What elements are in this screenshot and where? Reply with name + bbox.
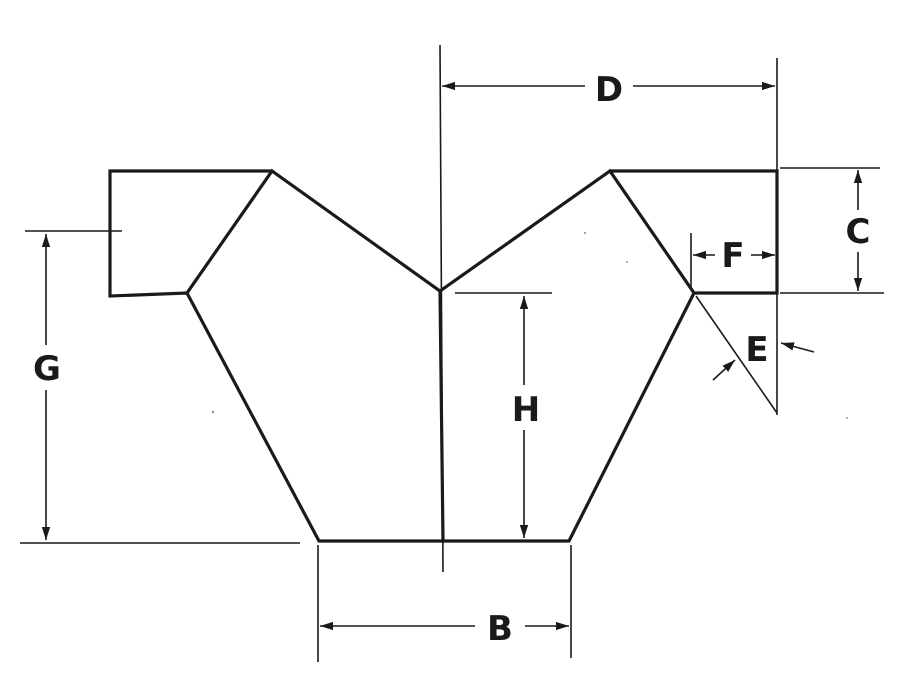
dimension-f: F <box>693 236 775 276</box>
label-b: B <box>487 609 513 649</box>
right-inner-edge <box>607 168 697 296</box>
label-f: F <box>721 236 744 276</box>
label-g: G <box>33 349 61 389</box>
label-e: E <box>745 330 768 370</box>
speck <box>846 417 848 419</box>
dimension-h: H <box>512 296 540 538</box>
dimension-e-left-arrow <box>712 359 736 381</box>
scan-specks <box>211 231 848 419</box>
dimension-e-right-arrow <box>780 342 815 353</box>
label-c: C <box>846 212 871 252</box>
dimension-c: C <box>846 170 871 291</box>
dimension-e: E <box>712 330 815 381</box>
vertical-centerline <box>439 44 444 573</box>
label-h: H <box>512 390 540 430</box>
e-slope-extension <box>695 295 778 414</box>
left-inner-edge <box>184 168 275 296</box>
extension-lines <box>20 58 884 662</box>
part-outline <box>108 168 779 543</box>
speck <box>211 410 215 414</box>
label-d: D <box>595 70 623 110</box>
dimension-g: G <box>33 234 61 540</box>
speck <box>626 261 628 263</box>
dimension-d: D <box>442 70 775 110</box>
speck <box>583 231 587 235</box>
dimension-b: B <box>320 609 569 649</box>
outer-profile <box>108 169 779 543</box>
